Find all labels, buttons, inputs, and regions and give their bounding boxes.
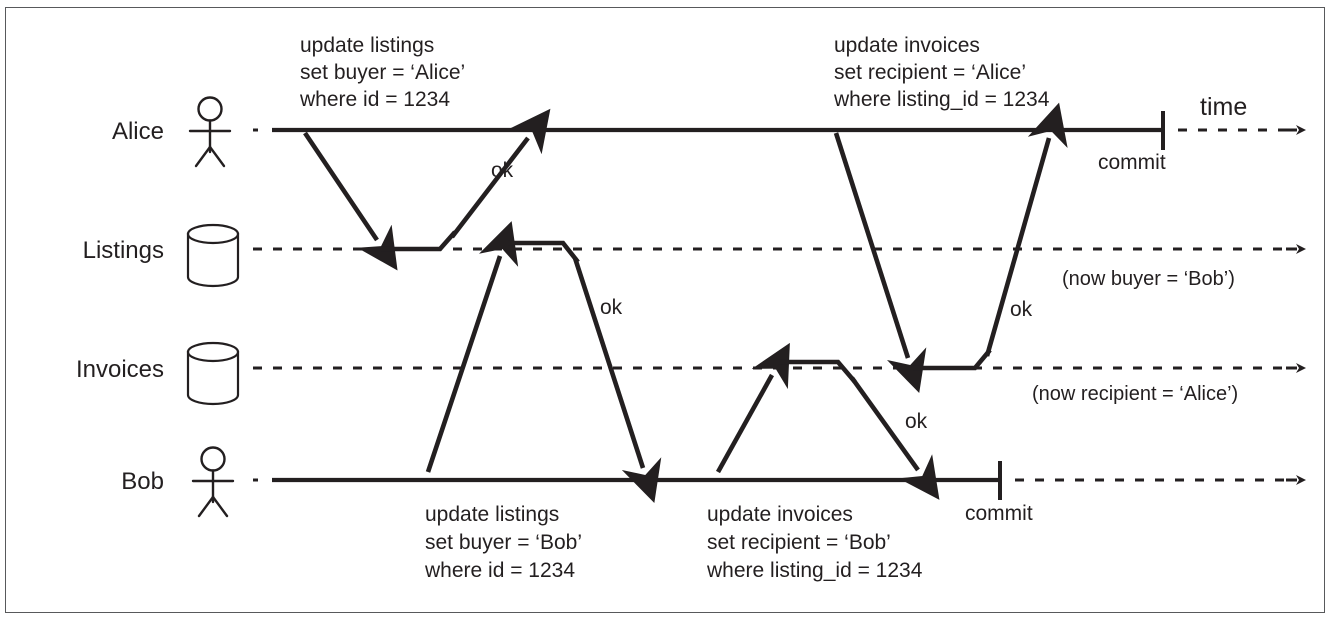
lifeline-bob xyxy=(253,461,1306,500)
reply-listings-to-bob-ok xyxy=(572,257,662,504)
statement-bob-invoices-line1: update invoices xyxy=(707,503,853,526)
lifeline-alice xyxy=(253,111,1306,150)
message-alice-to-invoices xyxy=(833,132,927,394)
database-icon-invoices xyxy=(186,341,240,406)
actor-icon-alice xyxy=(188,96,232,168)
reply-invoices-to-bob-ok xyxy=(850,376,940,500)
commit-label-alice: commit xyxy=(1098,151,1166,174)
reply-label-ok-alice-invoices: ok xyxy=(1010,298,1033,321)
lifeline-label-alice: Alice xyxy=(111,118,164,145)
activation-listings-bob xyxy=(508,240,580,264)
statement-alice-invoices-line2: set recipient = ‘Alice’ xyxy=(834,61,1027,84)
statement-bob-invoices-line2: set recipient = ‘Bob’ xyxy=(707,531,891,554)
time-axis-label: time xyxy=(1200,93,1248,121)
reply-listings-to-alice-ok xyxy=(450,108,551,239)
statement-alice-invoices-line3: where listing_id = 1234 xyxy=(834,88,1050,111)
lifeline-label-invoices: Invoices xyxy=(75,356,164,383)
commit-label-bob: commit xyxy=(965,502,1033,525)
statement-alice-listings-line2: set buyer = ‘Alice’ xyxy=(300,61,466,84)
statement-alice-listings-line1: update listings xyxy=(300,34,435,57)
lifeline-label-bob: Bob xyxy=(121,468,164,495)
reply-label-ok-bob-listings: ok xyxy=(600,296,623,319)
message-bob-to-invoices xyxy=(715,342,790,474)
statement-bob-invoices-line3: where listing_id = 1234 xyxy=(707,559,923,582)
actor-icon-bob xyxy=(191,446,235,518)
note-listings-result: (now buyer = ‘Bob’) xyxy=(1062,268,1235,290)
statement-alice-invoices-line1: update invoices xyxy=(834,34,980,57)
message-alice-to-listings xyxy=(303,131,398,271)
activation-invoices-bob xyxy=(778,359,857,384)
message-bob-to-listings xyxy=(425,221,519,473)
reply-label-ok-alice-listings: ok xyxy=(491,159,514,182)
note-invoices-result: (now recipient = ‘Alice’) xyxy=(1032,383,1239,405)
statement-bob-listings-line1: update listings xyxy=(425,503,560,526)
lifeline-label-listings: Listings xyxy=(82,237,164,264)
reply-invoices-to-alice-ok xyxy=(984,102,1068,357)
statement-bob-listings-line3: where id = 1234 xyxy=(425,559,576,582)
statement-bob-listings-line2: set buyer = ‘Bob’ xyxy=(425,531,583,554)
activation-listings-alice xyxy=(381,230,457,252)
reply-label-ok-bob-invoices: ok xyxy=(905,410,928,433)
statement-alice-listings-line3: where id = 1234 xyxy=(300,88,451,111)
database-icon-listings xyxy=(186,223,240,288)
activation-invoices-alice xyxy=(913,348,992,371)
